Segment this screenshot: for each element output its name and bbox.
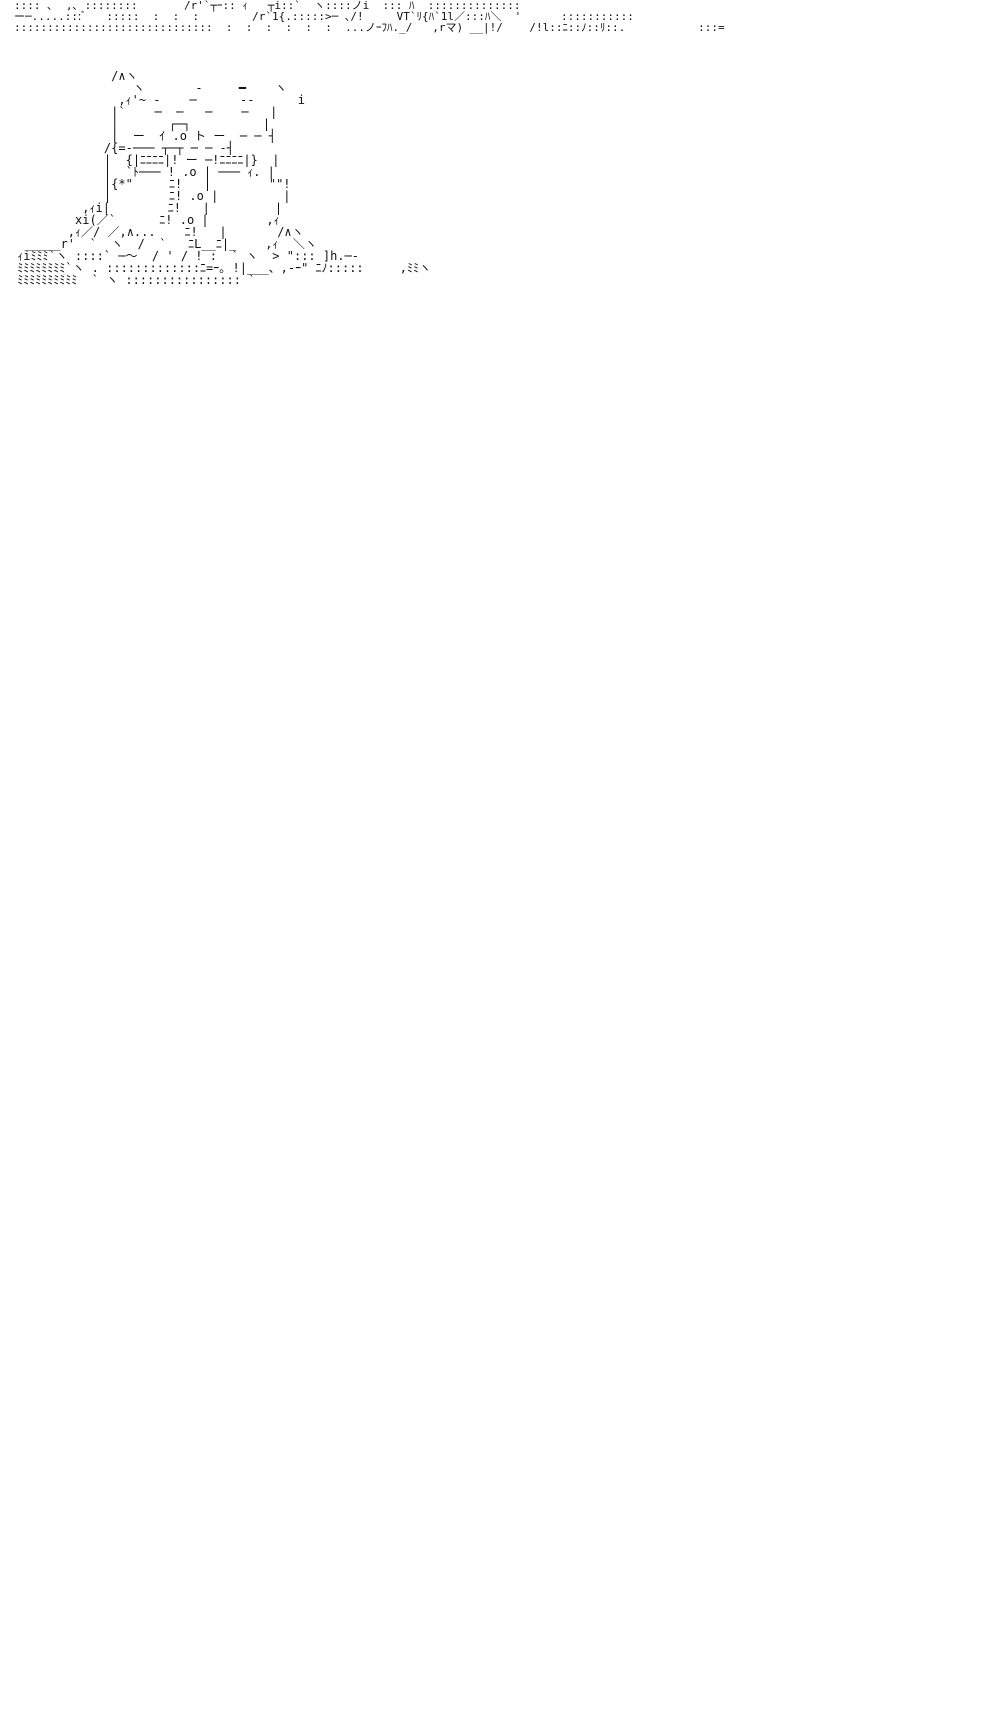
ascii-art-knight-helmet: /∧ヽ ヽ ‐ ━ ヽ ,ｨ'~ ‐ ─ ‐‐ i |` ─ ─ ─ ─ | |… [17, 69, 431, 287]
ascii-art-top-fragment: :::: ､ ,､ :::::::: /r'`┬ｰ:: ｨ ┬i::` ヽ:::… [14, 0, 725, 34]
